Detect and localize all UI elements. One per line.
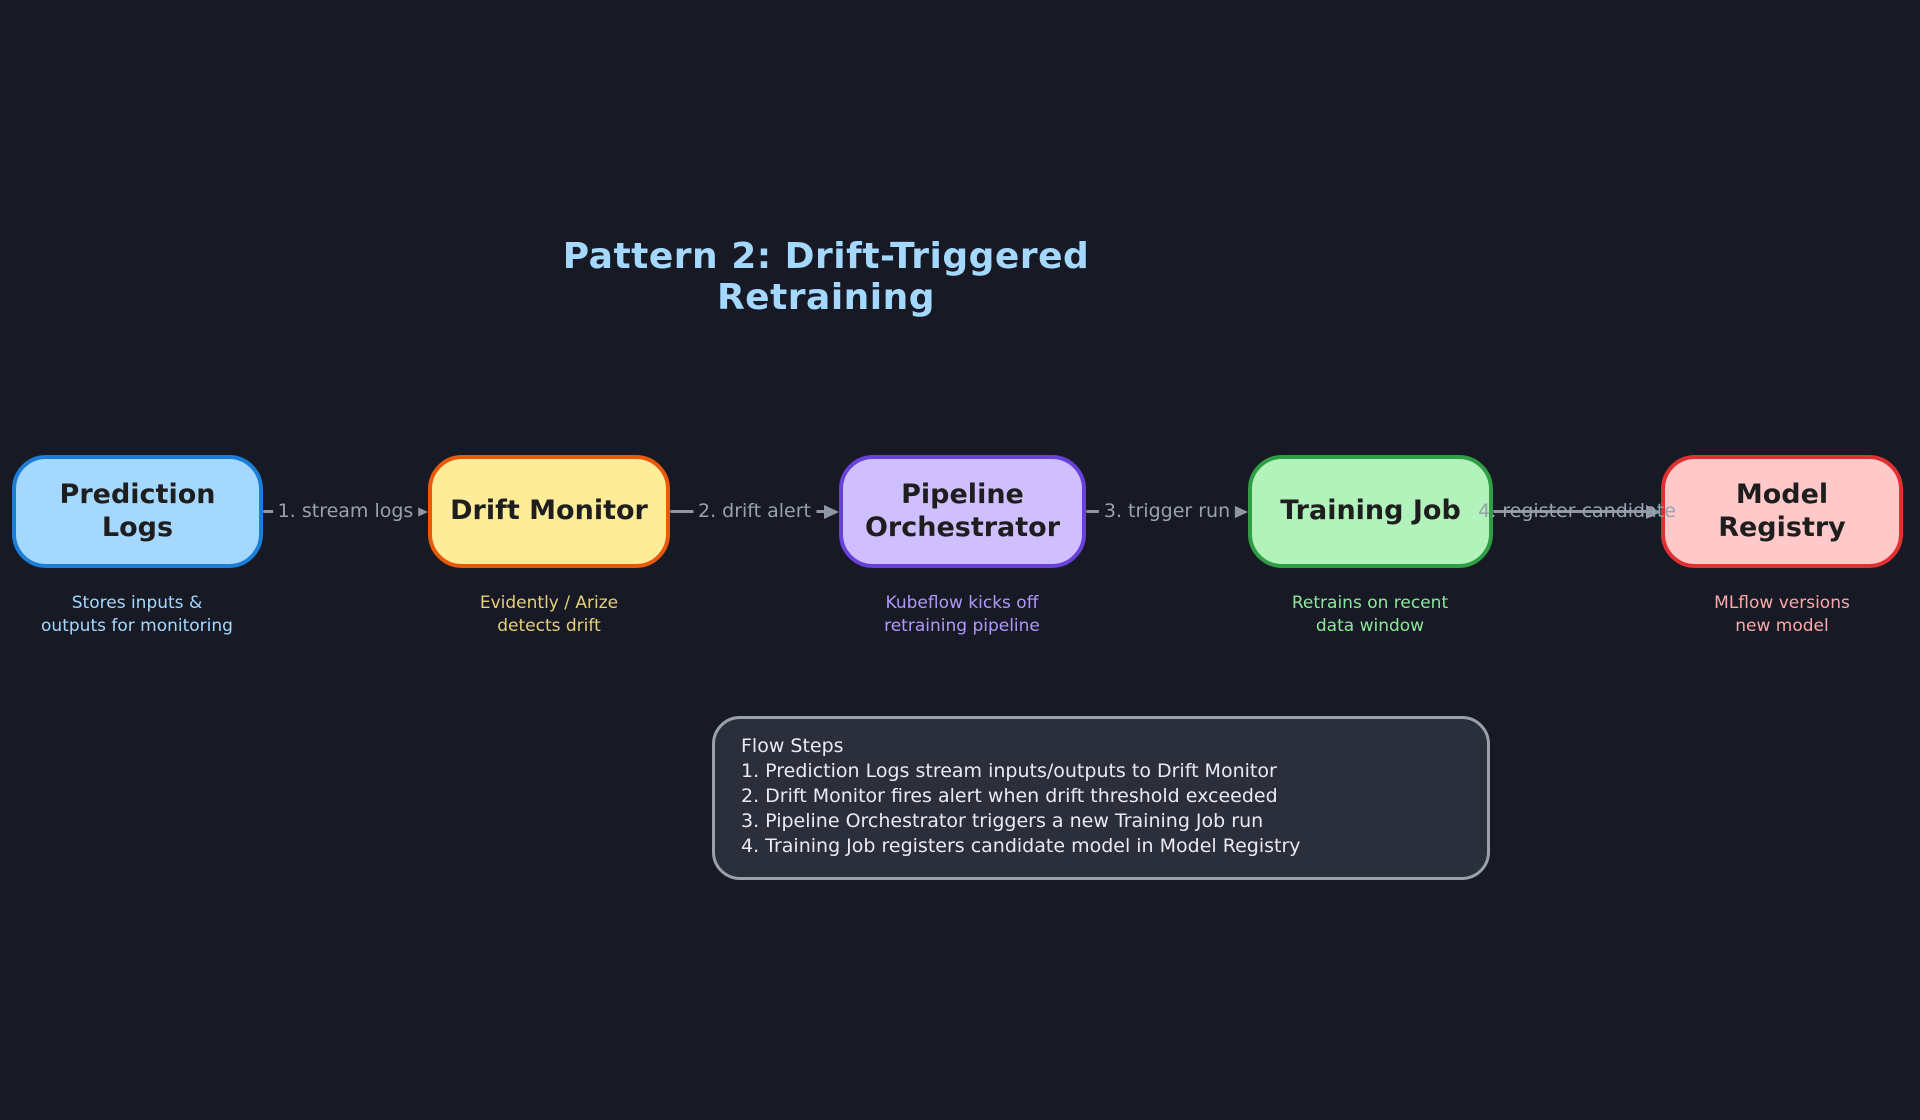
node-sublabel-prediction-logs: Stores inputs & outputs for monitoring <box>41 593 233 636</box>
node-sublabel-training-job: Retrains on recent data window <box>1291 593 1449 636</box>
node-label: Model Registry <box>1718 479 1846 543</box>
node-model-registry: Model Registry <box>1661 455 1903 568</box>
flow-step-1: 1. Prediction Logs stream inputs/outputs… <box>741 760 1277 782</box>
arrow-stream-logs: 1. stream logs <box>263 497 428 527</box>
arrow-label: 4. register candidate <box>1478 500 1676 522</box>
flow-step-4: 4. Training Job registers candidate mode… <box>741 835 1301 857</box>
diagram-title: Pattern 2: Drift-Triggered Retraining <box>562 236 1090 318</box>
arrowhead-icon <box>1646 504 1661 519</box>
node-training-job: Training Job <box>1248 455 1493 568</box>
node-sublabel-drift-monitor: Evidently / Arize detects drift <box>479 593 619 636</box>
arrow-label: 3. trigger run <box>1098 499 1236 523</box>
flow-step-3: 3. Pipeline Orchestrator triggers a new … <box>741 810 1264 832</box>
node-label: Training Job <box>1280 495 1461 527</box>
arrow-line <box>1493 510 1653 513</box>
flow-steps-panel: Flow Steps 1. Prediction Logs stream inp… <box>712 716 1490 880</box>
arrow-drift-alert: 2. drift alert <box>670 497 839 527</box>
arrowhead-icon <box>824 504 839 519</box>
arrow-trigger-run: 3. trigger run <box>1086 497 1248 527</box>
node-sublabel-pipeline-orchestrator: Kubeflow kicks off retraining pipeline <box>884 593 1040 636</box>
flow-steps-title: Flow Steps <box>741 735 844 757</box>
node-drift-monitor: Drift Monitor <box>428 455 670 568</box>
node-label: Pipeline Orchestrator <box>864 479 1061 543</box>
node-sublabel-model-registry: MLflow versions new model <box>1714 593 1850 636</box>
arrow-register-candidate: 4. register candidate <box>1478 497 1676 527</box>
node-prediction-logs: Prediction Logs <box>12 455 263 568</box>
arrowhead-icon <box>1233 504 1248 519</box>
arrow-label: 2. drift alert <box>692 499 817 523</box>
arrow-label: 1. stream logs <box>272 499 419 523</box>
flow-step-2: 2. Drift Monitor fires alert when drift … <box>741 785 1278 807</box>
node-pipeline-orchestrator: Pipeline Orchestrator <box>839 455 1086 568</box>
node-label: Drift Monitor <box>450 495 648 527</box>
node-label: Prediction Logs <box>59 479 216 543</box>
